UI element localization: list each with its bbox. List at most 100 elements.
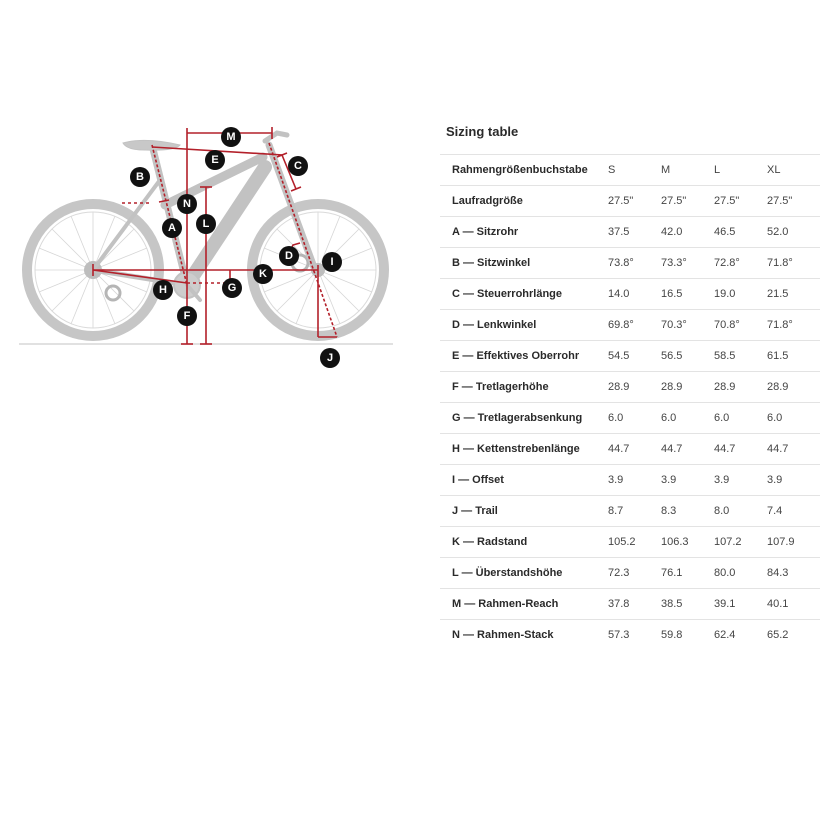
row-label: L — Überstandshöhe	[440, 557, 608, 589]
svg-text:D: D	[285, 250, 293, 262]
cell-m: 76.1	[661, 557, 714, 589]
cell-xl: 107.9	[767, 526, 820, 558]
row-label: I — Offset	[440, 464, 608, 496]
cell-s: 72.3	[608, 557, 661, 589]
cell-xl: 84.3	[767, 557, 820, 589]
cell-xl: 44.7	[767, 433, 820, 465]
cell-xl: 6.0	[767, 402, 820, 434]
table-row: K — Radstand 105.2 106.3 107.2 107.9	[440, 526, 820, 558]
cell-m: 56.5	[661, 340, 714, 372]
bike-illustration: M E C B N L A D	[19, 127, 393, 368]
cell-s: 54.5	[608, 340, 661, 372]
row-label: Laufradgröße	[440, 185, 608, 217]
table-row: M — Rahmen-Reach 37.8 38.5 39.1 40.1	[440, 588, 820, 620]
table-row: J — Trail 8.7 8.3 8.0 7.4	[440, 495, 820, 527]
row-label: D — Lenkwinkel	[440, 309, 608, 341]
svg-text:K: K	[259, 268, 267, 280]
label-A: A	[162, 218, 182, 238]
svg-text:M: M	[226, 131, 235, 143]
cell-l: 44.7	[714, 433, 767, 465]
cell-l: 28.9	[714, 371, 767, 403]
label-M: M	[221, 127, 241, 147]
cell-xl: 27.5"	[767, 185, 820, 217]
cell-m: 27.5"	[661, 185, 714, 217]
cell-l: 72.8°	[714, 247, 767, 279]
table-header-row: Rahmengrößenbuchstabe S M L XL	[440, 154, 820, 186]
label-C: C	[288, 156, 308, 176]
cell-s: 73.8°	[608, 247, 661, 279]
cell-l: 107.2	[714, 526, 767, 558]
cell-m: 59.8	[661, 619, 714, 650]
row-label: N — Rahmen-Stack	[440, 619, 608, 650]
cell-s: 57.3	[608, 619, 661, 650]
row-label: H — Kettenstrebenlänge	[440, 433, 608, 465]
cell-m: 6.0	[661, 402, 714, 434]
cell-s: 6.0	[608, 402, 661, 434]
row-label: G — Tretlagerabsenkung	[440, 402, 608, 434]
table-row: E — Effektives Oberrohr 54.5 56.5 58.5 6…	[440, 340, 820, 372]
header-size-xl: XL	[767, 154, 820, 186]
header-size-s: S	[608, 154, 661, 186]
header-size-m: M	[661, 154, 714, 186]
cell-xl: 52.0	[767, 216, 820, 248]
table-row: G — Tretlagerabsenkung 6.0 6.0 6.0 6.0	[440, 402, 820, 434]
svg-text:C: C	[294, 160, 302, 172]
sizing-table: Rahmengrößenbuchstabe S M L XL Laufradgr…	[440, 154, 820, 650]
label-G: G	[222, 278, 242, 298]
svg-text:E: E	[211, 154, 218, 166]
row-label: F — Tretlagerhöhe	[440, 371, 608, 403]
row-label: M — Rahmen-Reach	[440, 588, 608, 620]
cell-xl: 21.5	[767, 278, 820, 310]
cell-s: 44.7	[608, 433, 661, 465]
svg-text:A: A	[168, 222, 176, 234]
cell-l: 62.4	[714, 619, 767, 650]
cell-l: 8.0	[714, 495, 767, 527]
cell-m: 44.7	[661, 433, 714, 465]
cell-l: 39.1	[714, 588, 767, 620]
table-row: Laufradgröße 27.5" 27.5" 27.5" 27.5"	[440, 185, 820, 217]
label-D: D	[279, 246, 299, 266]
label-J: J	[320, 348, 340, 368]
cell-s: 8.7	[608, 495, 661, 527]
cell-l: 80.0	[714, 557, 767, 589]
cell-l: 3.9	[714, 464, 767, 496]
cell-m: 16.5	[661, 278, 714, 310]
table-row: H — Kettenstrebenlänge 44.7 44.7 44.7 44…	[440, 433, 820, 465]
label-F: F	[177, 306, 197, 326]
sizing-section: Sizing table Rahmengrößenbuchstabe S M L…	[440, 120, 820, 650]
cell-xl: 65.2	[767, 619, 820, 650]
svg-text:G: G	[228, 282, 237, 294]
label-N: N	[177, 194, 197, 214]
cell-s: 3.9	[608, 464, 661, 496]
svg-text:J: J	[327, 352, 333, 364]
cell-s: 28.9	[608, 371, 661, 403]
cell-m: 28.9	[661, 371, 714, 403]
label-I: I	[322, 252, 342, 272]
label-B: B	[130, 167, 150, 187]
row-label: A — Sitzrohr	[440, 216, 608, 248]
row-label: J — Trail	[440, 495, 608, 527]
svg-text:N: N	[183, 198, 191, 210]
cell-s: 14.0	[608, 278, 661, 310]
cell-l: 58.5	[714, 340, 767, 372]
cell-s: 27.5"	[608, 185, 661, 217]
cell-l: 6.0	[714, 402, 767, 434]
svg-text:L: L	[203, 218, 210, 230]
cell-m: 70.3°	[661, 309, 714, 341]
table-row: L — Überstandshöhe 72.3 76.1 80.0 84.3	[440, 557, 820, 589]
svg-text:B: B	[136, 171, 144, 183]
table-row: F — Tretlagerhöhe 28.9 28.9 28.9 28.9	[440, 371, 820, 403]
label-L: L	[196, 214, 216, 234]
cell-l: 70.8°	[714, 309, 767, 341]
table-row: C — Steuerrohrlänge 14.0 16.5 19.0 21.5	[440, 278, 820, 310]
cell-xl: 61.5	[767, 340, 820, 372]
row-label: E — Effektives Oberrohr	[440, 340, 608, 372]
cell-l: 19.0	[714, 278, 767, 310]
cell-xl: 40.1	[767, 588, 820, 620]
cell-s: 105.2	[608, 526, 661, 558]
table-row: I — Offset 3.9 3.9 3.9 3.9	[440, 464, 820, 496]
cell-xl: 71.8°	[767, 309, 820, 341]
label-E: E	[205, 150, 225, 170]
cell-s: 37.8	[608, 588, 661, 620]
table-row: N — Rahmen-Stack 57.3 59.8 62.4 65.2	[440, 619, 820, 650]
